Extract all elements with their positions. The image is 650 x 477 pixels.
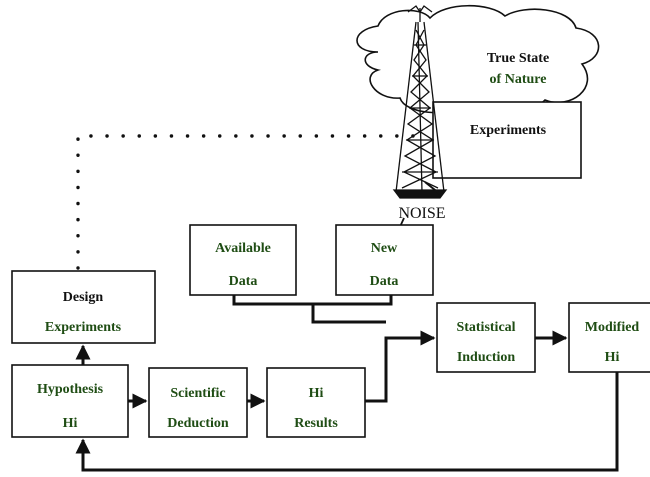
true-state-of-nature-label: True State of Nature: [487, 51, 549, 87]
available-data-line1: Available: [215, 241, 271, 256]
scientific-deduction-box: Scientific Deduction: [148, 367, 248, 438]
data-merge-connector: [232, 295, 393, 324]
hypothesis-line1: Hypothesis: [37, 382, 104, 397]
noise-label: NOISE: [398, 205, 445, 222]
true-state-line1: True State: [487, 51, 549, 66]
scientific-deduction-line2: Deduction: [167, 416, 229, 431]
design-experiments-line2: Experiments: [45, 320, 122, 335]
new-data-line2: Data: [370, 274, 399, 289]
modified-hi-box: Modified Hi: [568, 302, 650, 373]
statistical-induction-line1: Statistical: [456, 320, 515, 335]
hi-results-line1: Hi: [309, 386, 324, 401]
arrow-results-to-induction: [365, 330, 436, 403]
true-state-line2: of Nature: [490, 72, 547, 87]
statistical-induction-line2: Induction: [457, 350, 516, 365]
new-data-box: New Data: [335, 224, 434, 296]
hi-results-line2: Results: [294, 416, 338, 431]
experiments-label: Experiments: [470, 123, 547, 138]
hypothesis-line2: Hi: [63, 416, 78, 431]
modified-hi-line1: Modified: [585, 320, 640, 335]
cloud-icon: [356, 4, 600, 115]
scientific-deduction-line1: Scientific: [170, 386, 225, 401]
experiments-box: Experiments: [432, 101, 582, 179]
design-experiments-line1: Design: [63, 290, 104, 305]
hi-results-box: Hi Results: [266, 367, 366, 438]
available-data-box: Available Data: [189, 224, 297, 296]
available-data-line2: Data: [229, 274, 258, 289]
arrow-feedback-to-hypothesis: [75, 372, 619, 472]
hypothesis-box: Hypothesis Hi: [11, 364, 129, 438]
modified-hi-line2: Hi: [605, 350, 620, 365]
design-experiments-box: Design Experiments: [11, 270, 156, 344]
radio-tower-icon: [392, 5, 448, 199]
new-data-line1: New: [371, 241, 398, 256]
statistical-induction-box: Statistical Induction: [436, 302, 536, 373]
